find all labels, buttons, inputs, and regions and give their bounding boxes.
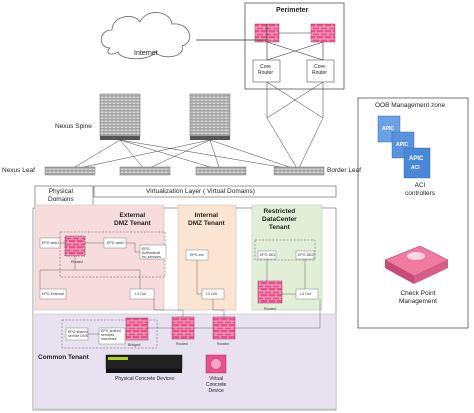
nexus-spine-label: Nexus Spine [55,123,92,130]
epg-shared-machines-label: EPG shared services machines [101,329,121,341]
virtual-device-label: Virtual Concrete Device [206,376,227,394]
bridged-label: Bridged [128,343,141,347]
apic-badge-3: APIC [409,156,424,162]
check-point-management-icon [384,245,449,284]
virtual-concrete-device-icon [205,354,227,374]
virtualization-layer-label: Virtualization Layer ( Virtual Domains) [146,188,255,195]
common-dashed-area [61,319,158,349]
restricted-dashed-area [254,239,316,261]
nexus-spine-left-icon [99,93,141,140]
core-router-right [306,59,335,83]
apic-badge-2: APIC [396,142,408,148]
core-router-left [252,59,281,83]
external-dmz-firewall-icon [64,235,86,257]
l3out-ext-label: L3 Out [135,292,146,296]
routed-common-right-label: Routed [217,342,229,346]
spine-leaf-mesh [69,117,324,171]
physical-devices-label: Physical Concrete Devices [115,376,175,382]
epg-auth-label: EPG Authenticat es_services [142,247,161,259]
epg-db1-label: EPG DB1 [260,253,276,257]
epg-web2-label: EPG web2 [107,241,125,245]
check-point-label: Check Point Management [399,290,437,305]
apic-controllers-icon [377,115,431,179]
perimeter-label: Perimeter [276,7,309,14]
physical-domains-label: Physical Domains [48,188,74,203]
l3out-restricted-label: L3 Out [300,292,311,296]
core-router-left-label: Core Router [258,64,274,76]
perimeter-firewall-right [310,23,336,43]
nexus-leaf-1 [44,166,96,176]
routed-common-left-label: Routed [176,342,188,346]
nexus-leaf-2 [119,166,171,176]
border-leaf-label: Border Leaf [327,167,361,174]
nexus-spine-right-icon [189,93,231,140]
common-bridged-firewall-icon [125,317,149,341]
epg-shared-dns-label: EPG shared service DNS [68,330,88,338]
epg-db2-label: EPG DB2 [298,253,314,257]
nexus-leaf-label: Nexus Leaf [2,167,35,174]
epg-xxx-label: EPG.xxx [190,253,204,257]
l3out-int-label: L3 Out [206,292,217,296]
epg-external-label: EPG External [42,292,64,296]
virtualization-layer-box [93,185,337,198]
physical-concrete-devices-icon [105,354,183,373]
external-dmz-label: External DMZ Tenant [114,212,151,227]
common-routed-firewall-left-icon [171,316,195,340]
routed-restricted-label: Routed [264,307,276,311]
common-routed-firewall-right-icon [212,316,236,340]
internal-dmz-label: Internal DMZ Tenant [188,212,225,227]
internet-label: Internet [134,50,158,57]
internet-cloud-icon [100,12,191,60]
aci-controllers-label: ACI controllers [405,182,435,197]
epg-web1-label: EPG web1 [42,241,60,245]
restricted-dc-label: Restricted DataCenter Tenant [262,208,297,231]
aci-badge: ACI [411,165,420,171]
common-tenant-label: Common Tenant [38,354,89,361]
restricted-firewall-icon [257,280,283,304]
routed-ext-label: Routed [71,260,83,264]
border-leaf [273,166,325,176]
nexus-leaf-3 [195,166,247,176]
core-router-right-label: Core Router [312,64,328,76]
oob-zone-label: OOB Management zone [375,102,446,109]
apic-badge-1: APIC [382,126,394,132]
